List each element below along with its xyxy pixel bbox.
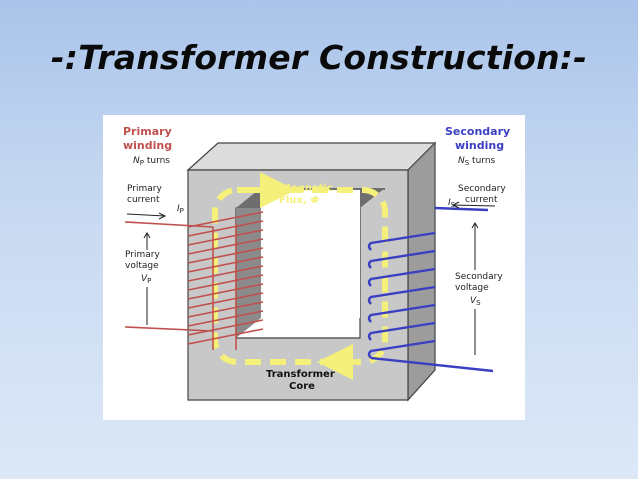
secondary-current-label-1: Secondary — [458, 184, 506, 194]
core-label-1: Transformer — [266, 369, 335, 380]
primary-current-arrow — [126, 212, 167, 220]
core-window-back — [261, 188, 360, 318]
secondary-current-label-2: current — [465, 195, 498, 205]
secondary-winding-title-2: winding — [455, 139, 504, 152]
secondary-current-symbol: IS — [448, 198, 456, 209]
primary-winding-title-2: winding — [123, 139, 172, 152]
secondary-winding-title-1: Secondary — [445, 125, 510, 138]
core-top-face — [186, 142, 437, 171]
flux-label-1: Magnetic — [281, 183, 333, 194]
primary-current-symbol: IP — [177, 204, 184, 215]
secondary-voltage-symbol: VS — [470, 296, 481, 307]
diagram-panel: Primary winding NP turns Primary current… — [103, 115, 525, 420]
primary-voltage-label-2: voltage — [125, 261, 159, 271]
primary-voltage-arrow — [143, 232, 151, 325]
primary-voltage-symbol: VP — [141, 274, 151, 285]
primary-current-label-2: current — [127, 195, 160, 205]
secondary-winding-coils — [367, 206, 494, 373]
flux-label-2: Flux,Φ — [279, 195, 320, 206]
secondary-voltage-arrow — [471, 222, 479, 355]
core-label-2: Core — [289, 381, 315, 392]
primary-voltage-label-1: Primary — [125, 250, 160, 260]
secondary-turns-label: NS turns — [458, 156, 496, 167]
secondary-voltage-label-2: voltage — [455, 283, 489, 293]
slide-title: -:Transformer Construction:- — [50, 38, 588, 77]
transformer-diagram: Primary winding NP turns Primary current… — [123, 125, 510, 402]
primary-current-label-1: Primary — [127, 184, 162, 194]
primary-winding-title-1: Primary — [123, 125, 172, 138]
magnetic-flux-path — [212, 187, 388, 365]
secondary-current-arrow — [451, 201, 496, 209]
secondary-voltage-label-1: Secondary — [455, 272, 503, 282]
primary-winding-coils — [124, 211, 264, 350]
primary-turns-label: NP turns — [133, 156, 170, 167]
